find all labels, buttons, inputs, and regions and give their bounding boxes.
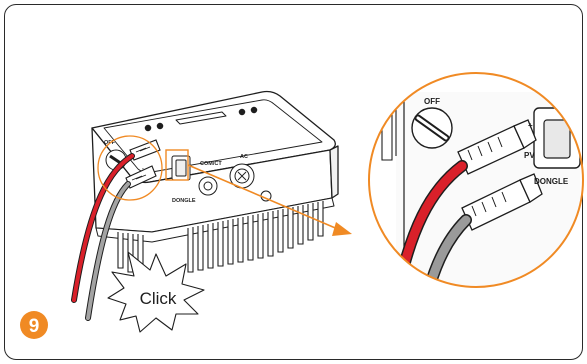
zoom-label-pv: PV <box>524 151 535 160</box>
zoom-label-off: OFF <box>424 97 440 106</box>
inverter-label-ac: AC <box>240 154 248 160</box>
zoom-label-plus: + <box>528 121 533 130</box>
inverter-label-dongle: DONGLE <box>172 198 196 204</box>
step-badge: 9 <box>20 311 48 339</box>
click-label: Click <box>140 289 177 308</box>
zoom-label-dongle: DONGLE <box>534 177 569 186</box>
inverter-label-comm: COM/CT <box>200 161 222 167</box>
zoom-detail: OFF + PV DONGLE <box>360 60 587 310</box>
step-number: 9 <box>29 316 40 337</box>
arrow-head <box>332 222 352 236</box>
